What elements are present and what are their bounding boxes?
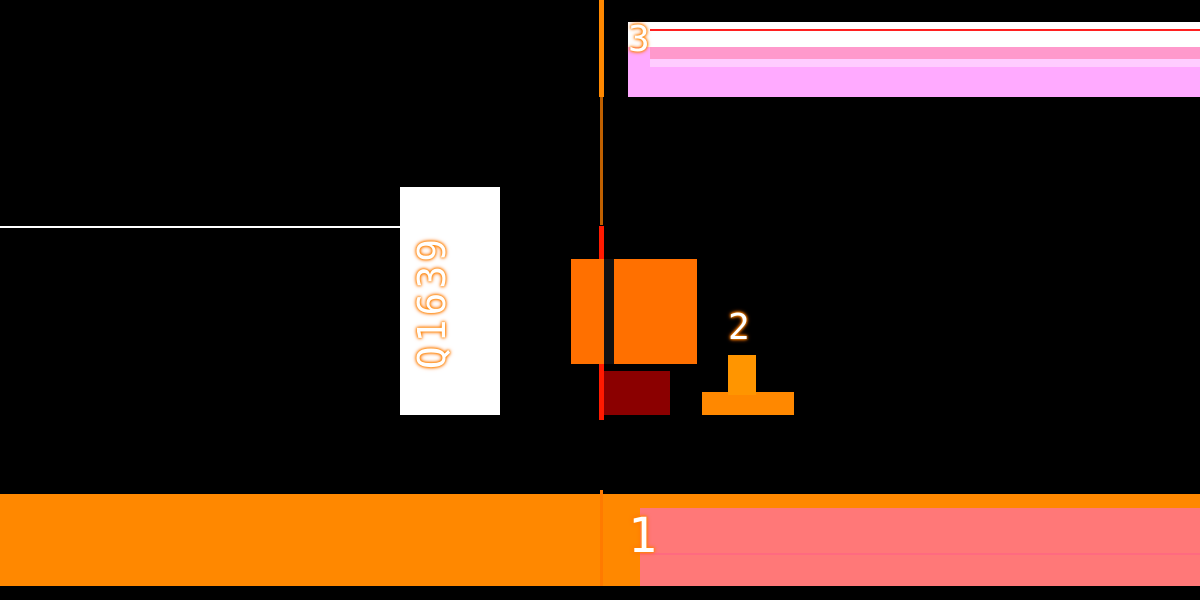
component-body-notch (604, 247, 697, 259)
pin-label-3: 3 (628, 19, 650, 60)
pin2-stem (728, 355, 756, 395)
pin-label-1: 1 (628, 508, 657, 564)
pin-label-2: 2 (728, 307, 750, 348)
pin2-pad (702, 392, 794, 415)
net-region-bottom-pink (640, 508, 1200, 586)
net-band-top-white (628, 22, 1200, 47)
component-body-gap (604, 259, 614, 364)
net-band-top-light (650, 59, 1200, 67)
component-designator: Q1639 (410, 234, 454, 370)
trace-vertical-bottom (600, 490, 603, 586)
wire-left (0, 226, 500, 228)
net-band-top-pink (650, 47, 1200, 59)
designator-bg (400, 187, 500, 415)
trace-vertical-top (599, 0, 604, 97)
net-line-top-red (650, 29, 1200, 31)
trace-vertical-mid (600, 97, 603, 225)
component-body (571, 259, 697, 364)
net-line-bottom (640, 553, 1200, 555)
component-pad-dark (604, 371, 670, 415)
